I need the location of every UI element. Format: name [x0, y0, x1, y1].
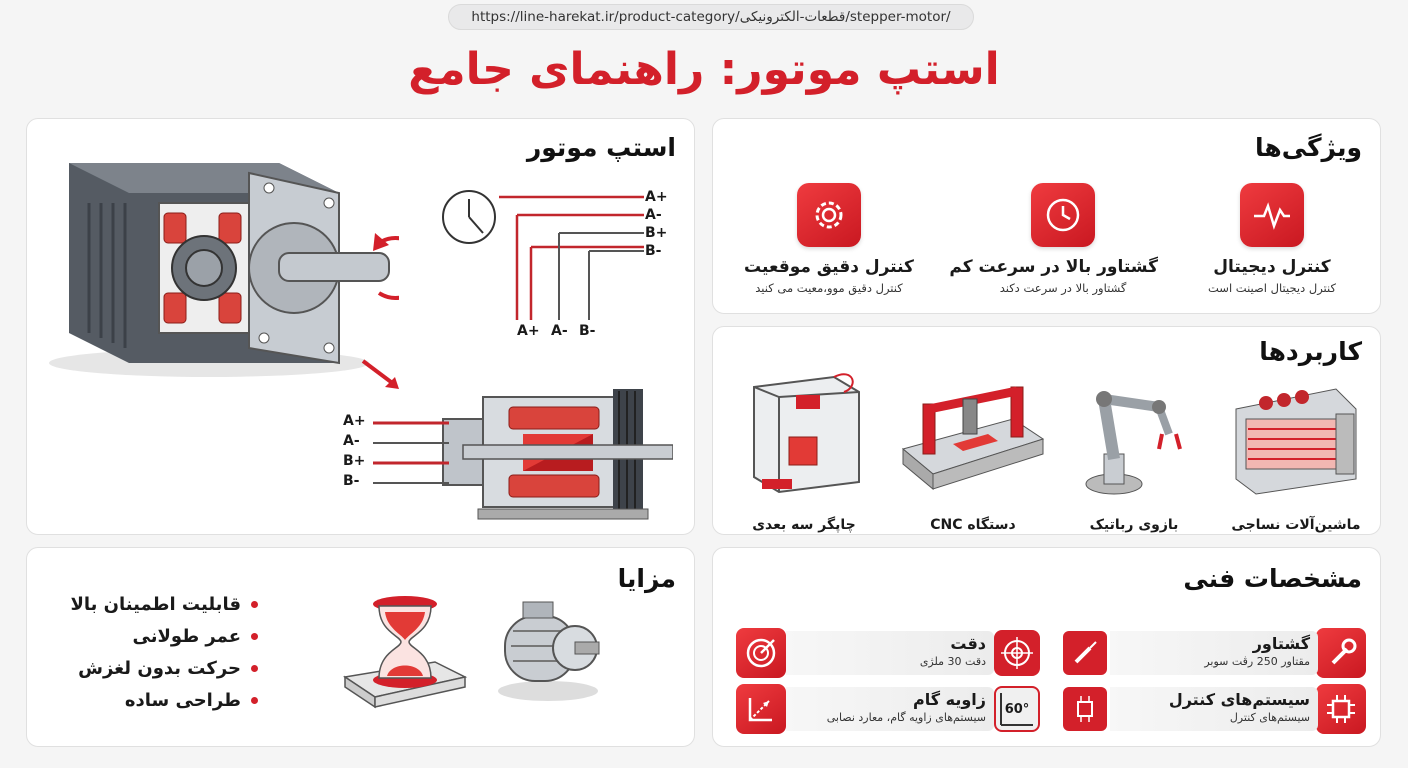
applications-panel-title: کاربردها [1259, 337, 1362, 366]
url-text: https://line-harekat.ir/product-category… [471, 9, 951, 25]
list-item: حرکت بدون لغزش [70, 658, 258, 679]
app-cnc: دستگاه CNC [893, 379, 1053, 533]
spec-subtitle: سیستم‌های کنترل [1229, 711, 1310, 724]
spec-body: سیستم‌های کنترل سیستم‌های کنترل [1110, 687, 1318, 731]
list-item: عمر طولانی [70, 626, 258, 647]
motor-icon [498, 601, 600, 701]
wire-label-side-3: B+ [343, 453, 366, 469]
wire-label-side-4: B- [343, 473, 360, 489]
feature-title: کنترل دقیق موقعیت [744, 257, 914, 277]
angle-icon [736, 684, 786, 734]
spec-control-systems: سیستم‌های کنترل سیستم‌های کنترل [1060, 684, 1366, 734]
motor-panel: استپ موتور [26, 118, 695, 535]
wire-label-bottom-1: A+ [517, 323, 540, 339]
list-item: قابلیت اطمینان بالا [70, 594, 258, 615]
list-item: طراحی ساده [70, 690, 258, 711]
spec-precision: دقت دقت 30 ملژی [736, 628, 1042, 678]
feature-digital-control: کنترل دیجیتال کنترل دیجیتال اصینت است [1192, 183, 1352, 295]
advantage-text: عمر طولانی [132, 626, 241, 647]
feature-subtitle: کنترل دقیق موو،معیت می کنید [755, 281, 903, 295]
advantages-panel: مزایا قابلیت اطمینان بالا عمر طولانی حرک… [26, 547, 695, 747]
wiring-diagram [442, 190, 644, 320]
features-panel-title: ویژگی‌ها [1254, 133, 1362, 162]
feature-high-torque: گشتاور بالا در سرعت کم گشتاور بالا در سر… [949, 183, 1158, 295]
stepper-motor-cross-section-illustration [442, 389, 673, 520]
spec-torque: گشتاور مقتاور 250 رڤت سوبر [1060, 628, 1366, 678]
screwdriver-icon [1060, 631, 1110, 675]
robot-arm-icon [1085, 391, 1182, 495]
clock-icon [1031, 183, 1095, 247]
app-label: چاپگر سه بعدی [752, 517, 856, 533]
down-arrow-icon [361, 359, 399, 389]
wire-label-top-4: B- [645, 243, 662, 259]
angle-value: 60° [1004, 701, 1030, 717]
advantages-list: قابلیت اطمینان بالا عمر طولانی حرکت بدون… [70, 594, 258, 722]
spec-subtitle: دقت 30 ملژی [919, 655, 986, 668]
feature-title: کنترل دیجیتال [1213, 257, 1331, 277]
wire-label-top-3: B+ [645, 225, 668, 241]
wire-label-side-2: A- [343, 433, 360, 449]
3d-printer-icon [753, 373, 860, 494]
advantages-panel-title: مزایا [617, 564, 676, 593]
chip-icon [1316, 684, 1366, 734]
advantage-text: قابلیت اطمینان بالا [70, 594, 241, 615]
spec-body: گشتاور مقتاور 250 رڤت سوبر [1110, 631, 1318, 675]
wire-label-bottom-2: A- [551, 323, 568, 339]
bullet-icon [251, 633, 258, 640]
wrench-icon [1316, 628, 1366, 678]
app-robot-arm: بازوی رباتیک [1069, 379, 1199, 533]
textile-machine-icon [1235, 388, 1357, 495]
app-textile: ماشین‌آلات نساجی [1221, 379, 1371, 533]
app-label: دستگاه CNC [930, 517, 1016, 533]
target-icon [992, 630, 1042, 676]
specs-panel-title: مشخصات فنی [1183, 564, 1362, 593]
advantage-text: حرکت بدون لغزش [78, 658, 241, 679]
spec-subtitle: مقتاور 250 رڤت سوبر [1204, 655, 1310, 668]
url-bar[interactable]: https://line-harekat.ir/product-category… [448, 4, 974, 30]
heartbeat-icon [1240, 183, 1304, 247]
spec-step-angle: 60° زاویه گام سیستم‌های زاویه گام، معارد… [736, 684, 1042, 734]
60-degree-icon: 60° [992, 686, 1042, 732]
feature-position-control: کنترل دقیق موقعیت کنترل دقیق موو،معیت می… [734, 183, 924, 295]
spec-body: زاویه گام سیستم‌های زاویه گام، معارد نصا… [786, 687, 994, 731]
advantage-text: طراحی ساده [124, 690, 241, 711]
wire-label-top-2: A- [645, 207, 662, 223]
wire-label-top-1: A+ [645, 189, 668, 205]
app-label: بازوی رباتیک [1089, 517, 1179, 533]
hourglass-icon [343, 596, 468, 709]
spec-title: دقت [950, 634, 986, 653]
bullet-icon [251, 601, 258, 608]
cnc-machine-icon [901, 386, 1045, 491]
specs-panel: مشخصات فنی گشتاور مقتاور 250 رڤت سوبر دق… [712, 547, 1381, 747]
feature-subtitle: گشتاور بالا در سرعت دکند [999, 281, 1127, 295]
feature-subtitle: کنترل دیجیتال اصینت است [1208, 281, 1336, 295]
applications-panel: کاربردها ماشین‌آلات نساجی بازوی رباتیک [712, 326, 1381, 535]
circuit-icon [1060, 687, 1110, 731]
spec-subtitle: سیستم‌های زاویه گام، معارد نصابی [826, 711, 986, 724]
gear-icon [797, 183, 861, 247]
features-panel: ویژگی‌ها کنترل دیجیتال کنترل دیجیتال اصی… [712, 118, 1381, 314]
wire-label-bottom-3: B- [579, 323, 596, 339]
spec-title: زاویه گام [913, 690, 986, 709]
spec-title: گشتاور [1252, 634, 1310, 653]
motor-panel-title: استپ موتور [526, 133, 676, 162]
wire-label-side-1: A+ [343, 413, 366, 429]
stepper-motor-cutaway-illustration [49, 163, 399, 377]
spec-title: سیستم‌های کنترل [1168, 690, 1310, 709]
app-3d-printer: چاپگر سه بعدی [739, 367, 869, 533]
side-wires [373, 421, 449, 484]
bullet-icon [251, 665, 258, 672]
app-label: ماشین‌آلات نساجی [1231, 517, 1361, 533]
crosshair-icon [736, 628, 786, 678]
spec-body: دقت دقت 30 ملژی [786, 631, 994, 675]
feature-title: گشتاور بالا در سرعت کم [949, 257, 1158, 277]
page-title: استپ موتور: راهنمای جامع [408, 44, 1000, 95]
bullet-icon [251, 697, 258, 704]
